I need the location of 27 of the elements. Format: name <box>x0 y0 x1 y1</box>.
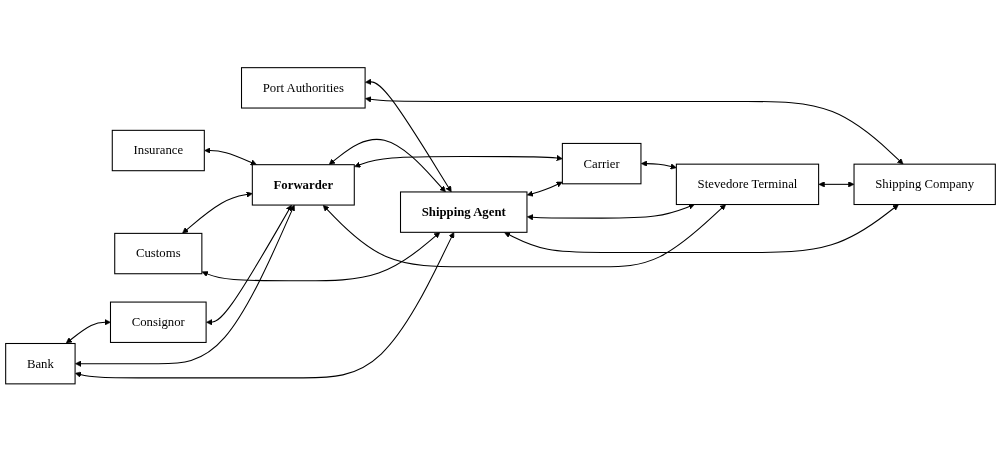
arrow <box>526 181 563 197</box>
arrow <box>365 78 452 193</box>
node-box: Forwarder <box>251 164 355 206</box>
node-box: Port Authorities <box>241 67 366 109</box>
arrow <box>365 96 904 165</box>
node-box: Shipping Agent <box>400 191 528 234</box>
arrow <box>818 181 855 188</box>
node-box: Consignor <box>109 301 207 344</box>
arrow <box>322 204 726 268</box>
arrow <box>328 139 446 193</box>
node-box: Carrier <box>561 143 642 185</box>
node-box: Shipping Company <box>853 163 996 206</box>
node-box: Stevedore Terminal <box>675 163 820 206</box>
arrow <box>640 160 677 170</box>
arrow <box>204 147 257 166</box>
node-box: Customs <box>114 233 203 275</box>
arrow <box>504 204 899 254</box>
arrow <box>206 205 292 326</box>
arrow <box>65 319 111 344</box>
arrow <box>75 205 295 368</box>
node-box: Bank <box>5 343 76 385</box>
node-box: Insurance <box>111 130 205 172</box>
arrow <box>182 191 253 234</box>
arrow <box>354 155 563 168</box>
arrow <box>526 203 695 221</box>
arrow <box>75 232 455 379</box>
arrow <box>201 232 441 282</box>
